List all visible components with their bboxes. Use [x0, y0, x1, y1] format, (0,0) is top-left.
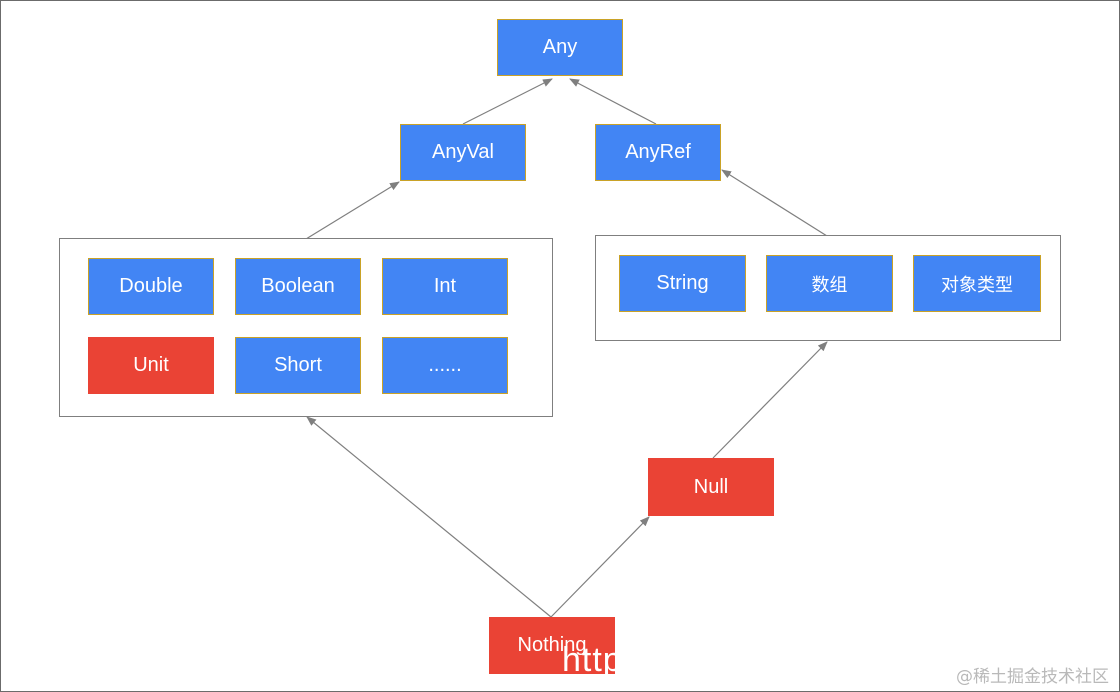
arrow-anyref-to-any [569, 78, 657, 125]
node-short: Short [235, 337, 361, 394]
node-unit: Unit [88, 337, 214, 394]
overlay-http-text: http [562, 641, 623, 679]
node-nothing: Nothing [489, 617, 615, 674]
arrow-refgroup-to-anyref [721, 169, 828, 237]
node-boolean: Boolean [235, 258, 361, 315]
node-double: Double [88, 258, 214, 315]
arrow-valuegroup-to-anyval [305, 181, 400, 240]
node-anyref: AnyRef [595, 124, 721, 181]
node-string: String [619, 255, 746, 312]
node-any: Any [497, 19, 623, 76]
node-null: Null [648, 458, 774, 516]
node-int: Int [382, 258, 508, 315]
node-object-type: 对象类型 [913, 255, 1041, 312]
node-anyval: AnyVal [400, 124, 526, 181]
node-more: ...... [382, 337, 508, 394]
arrow-nothing-to-valuegroup [306, 416, 552, 618]
watermark: @稀土掘金技术社区 [956, 667, 1109, 687]
arrow-nothing-to-null [550, 516, 650, 618]
arrow-anyval-to-any [462, 78, 553, 125]
node-array: 数组 [766, 255, 893, 312]
arrow-null-to-refgroup [712, 341, 828, 459]
